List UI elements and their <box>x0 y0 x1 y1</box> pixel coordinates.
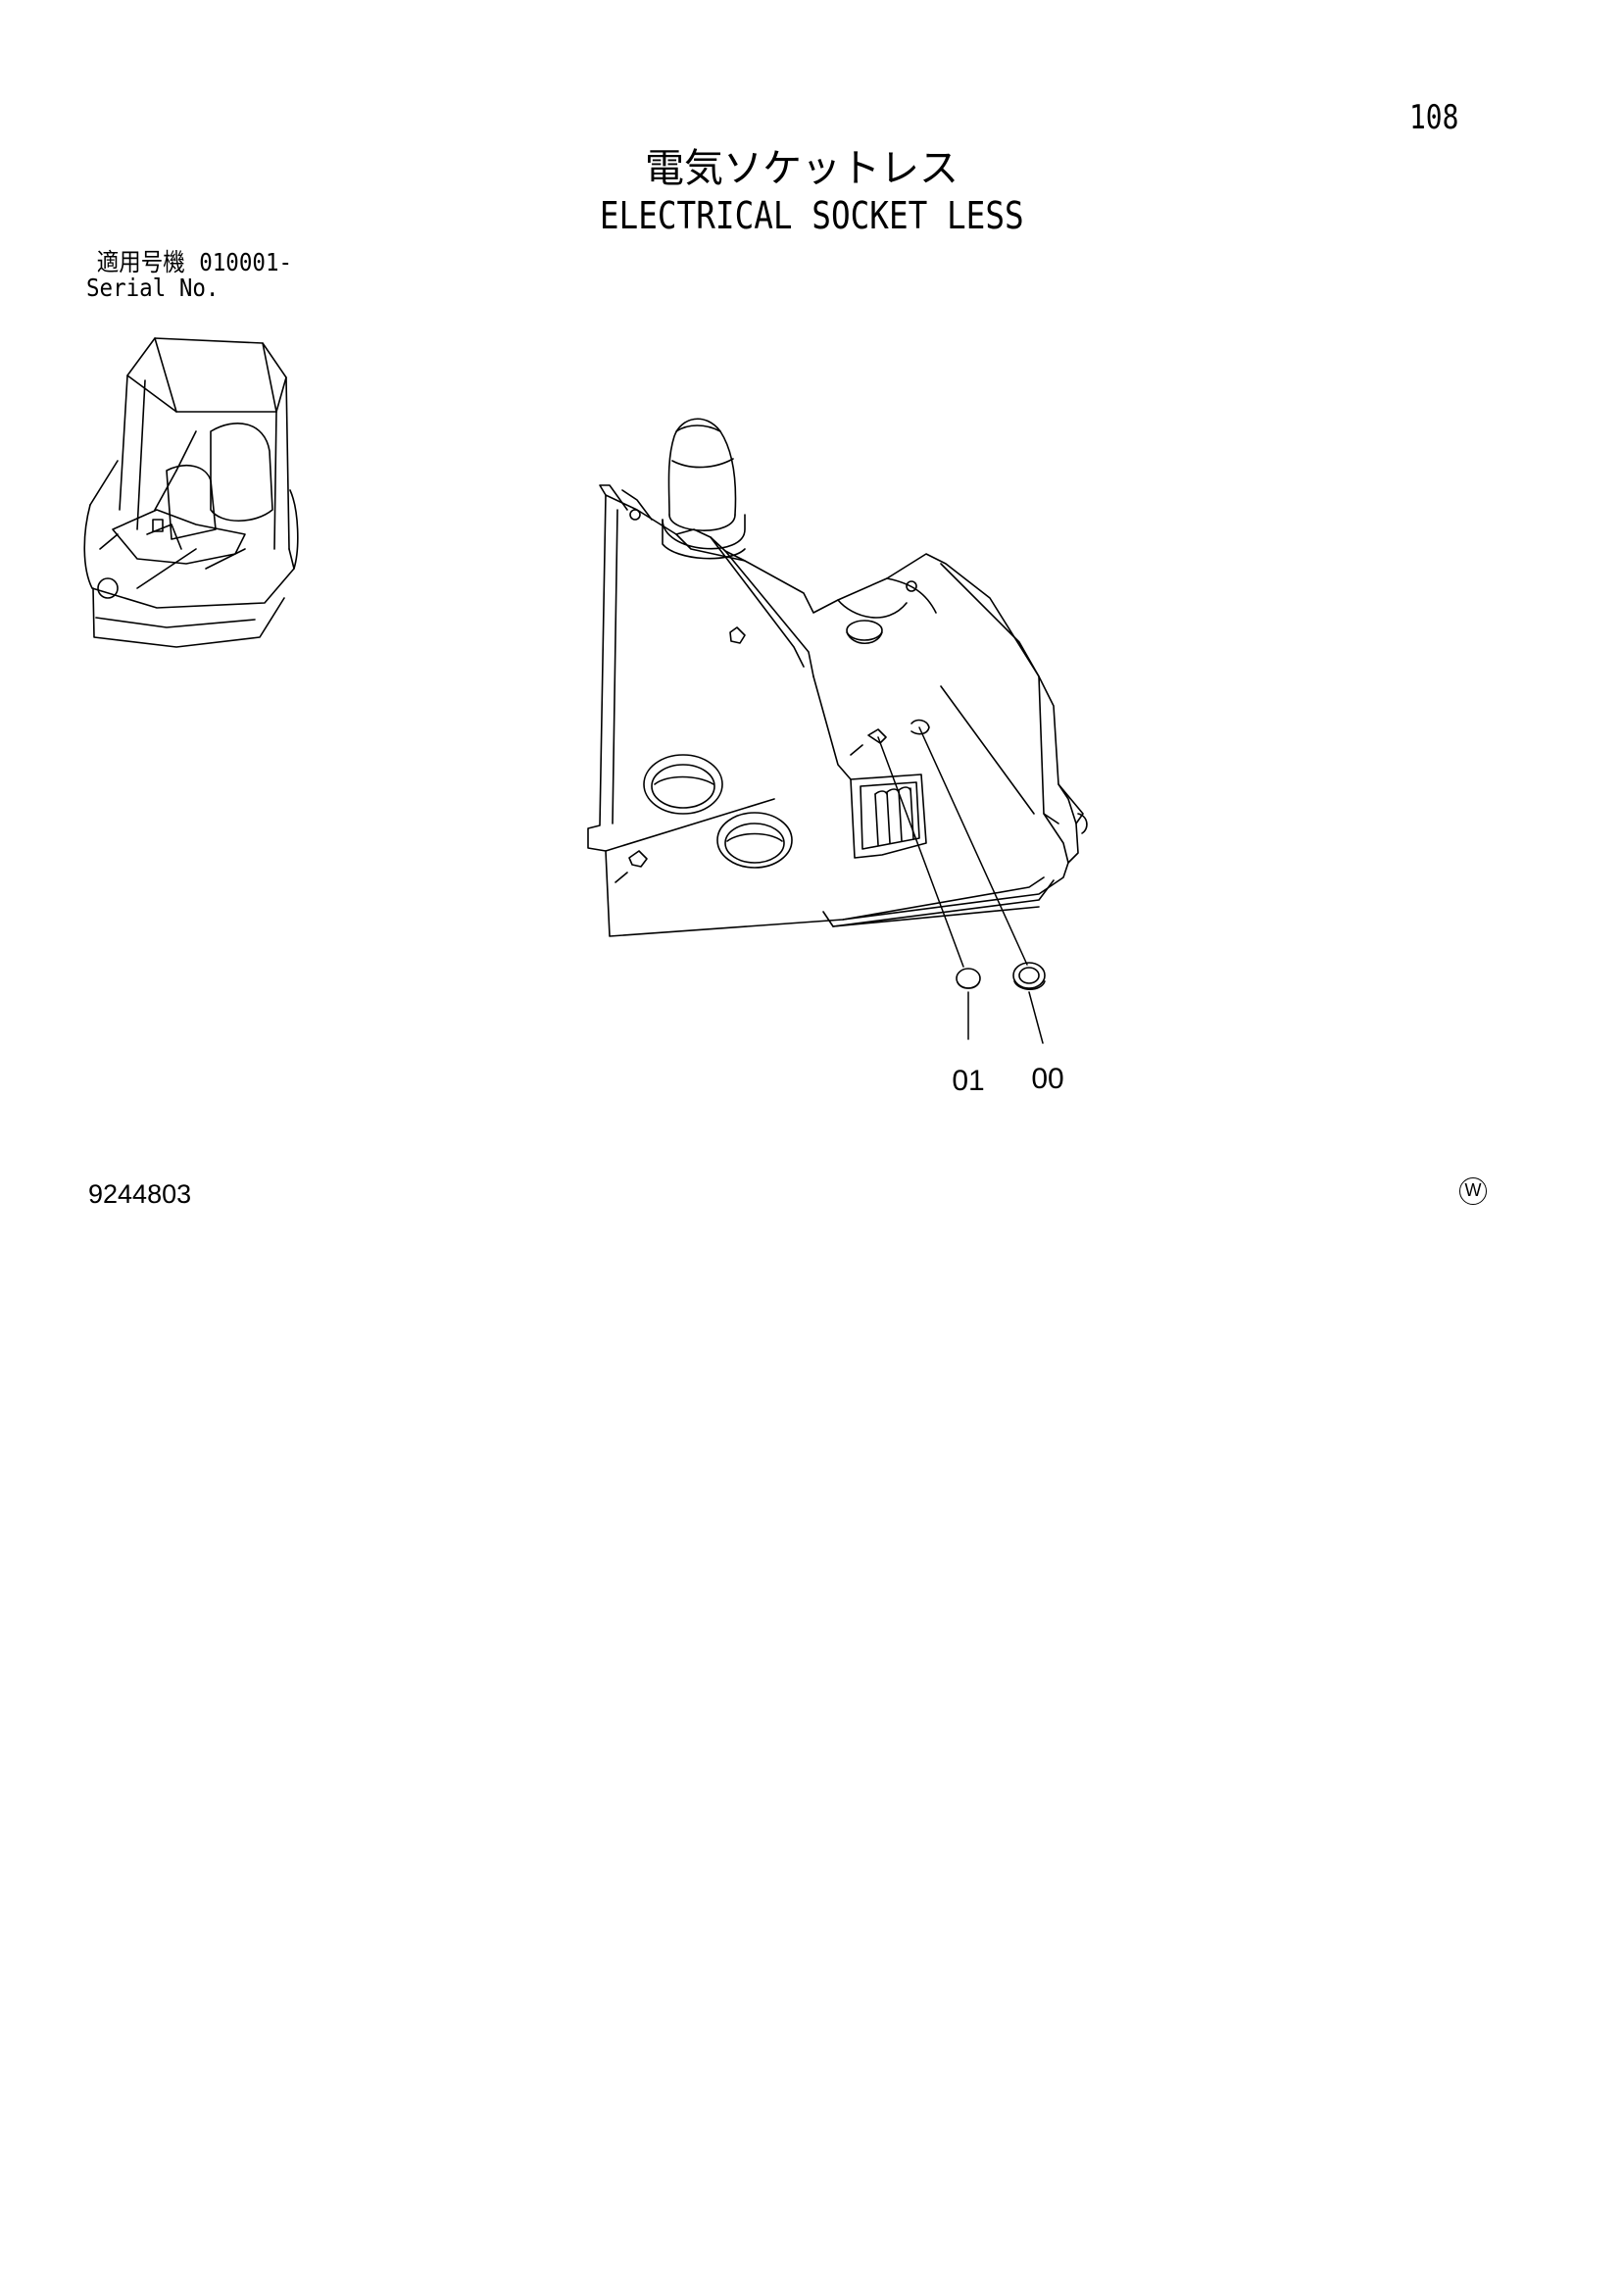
part-01-plug <box>956 968 981 989</box>
callout-label-01: 01 <box>952 1065 984 1097</box>
title-english: ELECTRICAL SOCKET LESS <box>599 194 1024 237</box>
page-number: 108 <box>1409 98 1459 137</box>
serial-block: 適用号機 010001- Serial No. <box>86 250 315 301</box>
callout-leaders <box>877 726 1044 1044</box>
w-stamp-icon: W <box>1459 1177 1487 1205</box>
location-thumbnail <box>83 337 299 648</box>
document-number: 9244803 <box>88 1179 192 1209</box>
callout-label-00: 00 <box>1031 1063 1063 1095</box>
part-00-grommet <box>1012 962 1046 991</box>
serial-label-en: Serial No. <box>86 274 220 302</box>
serial-line-jp: 適用号機 010001- <box>86 250 292 275</box>
cab-side-panel <box>587 418 1088 937</box>
serial-label-jp: 適用号機 <box>96 248 185 276</box>
title-japanese: 電気ソケットレス <box>645 146 959 191</box>
serial-value: 010001- <box>199 248 293 276</box>
